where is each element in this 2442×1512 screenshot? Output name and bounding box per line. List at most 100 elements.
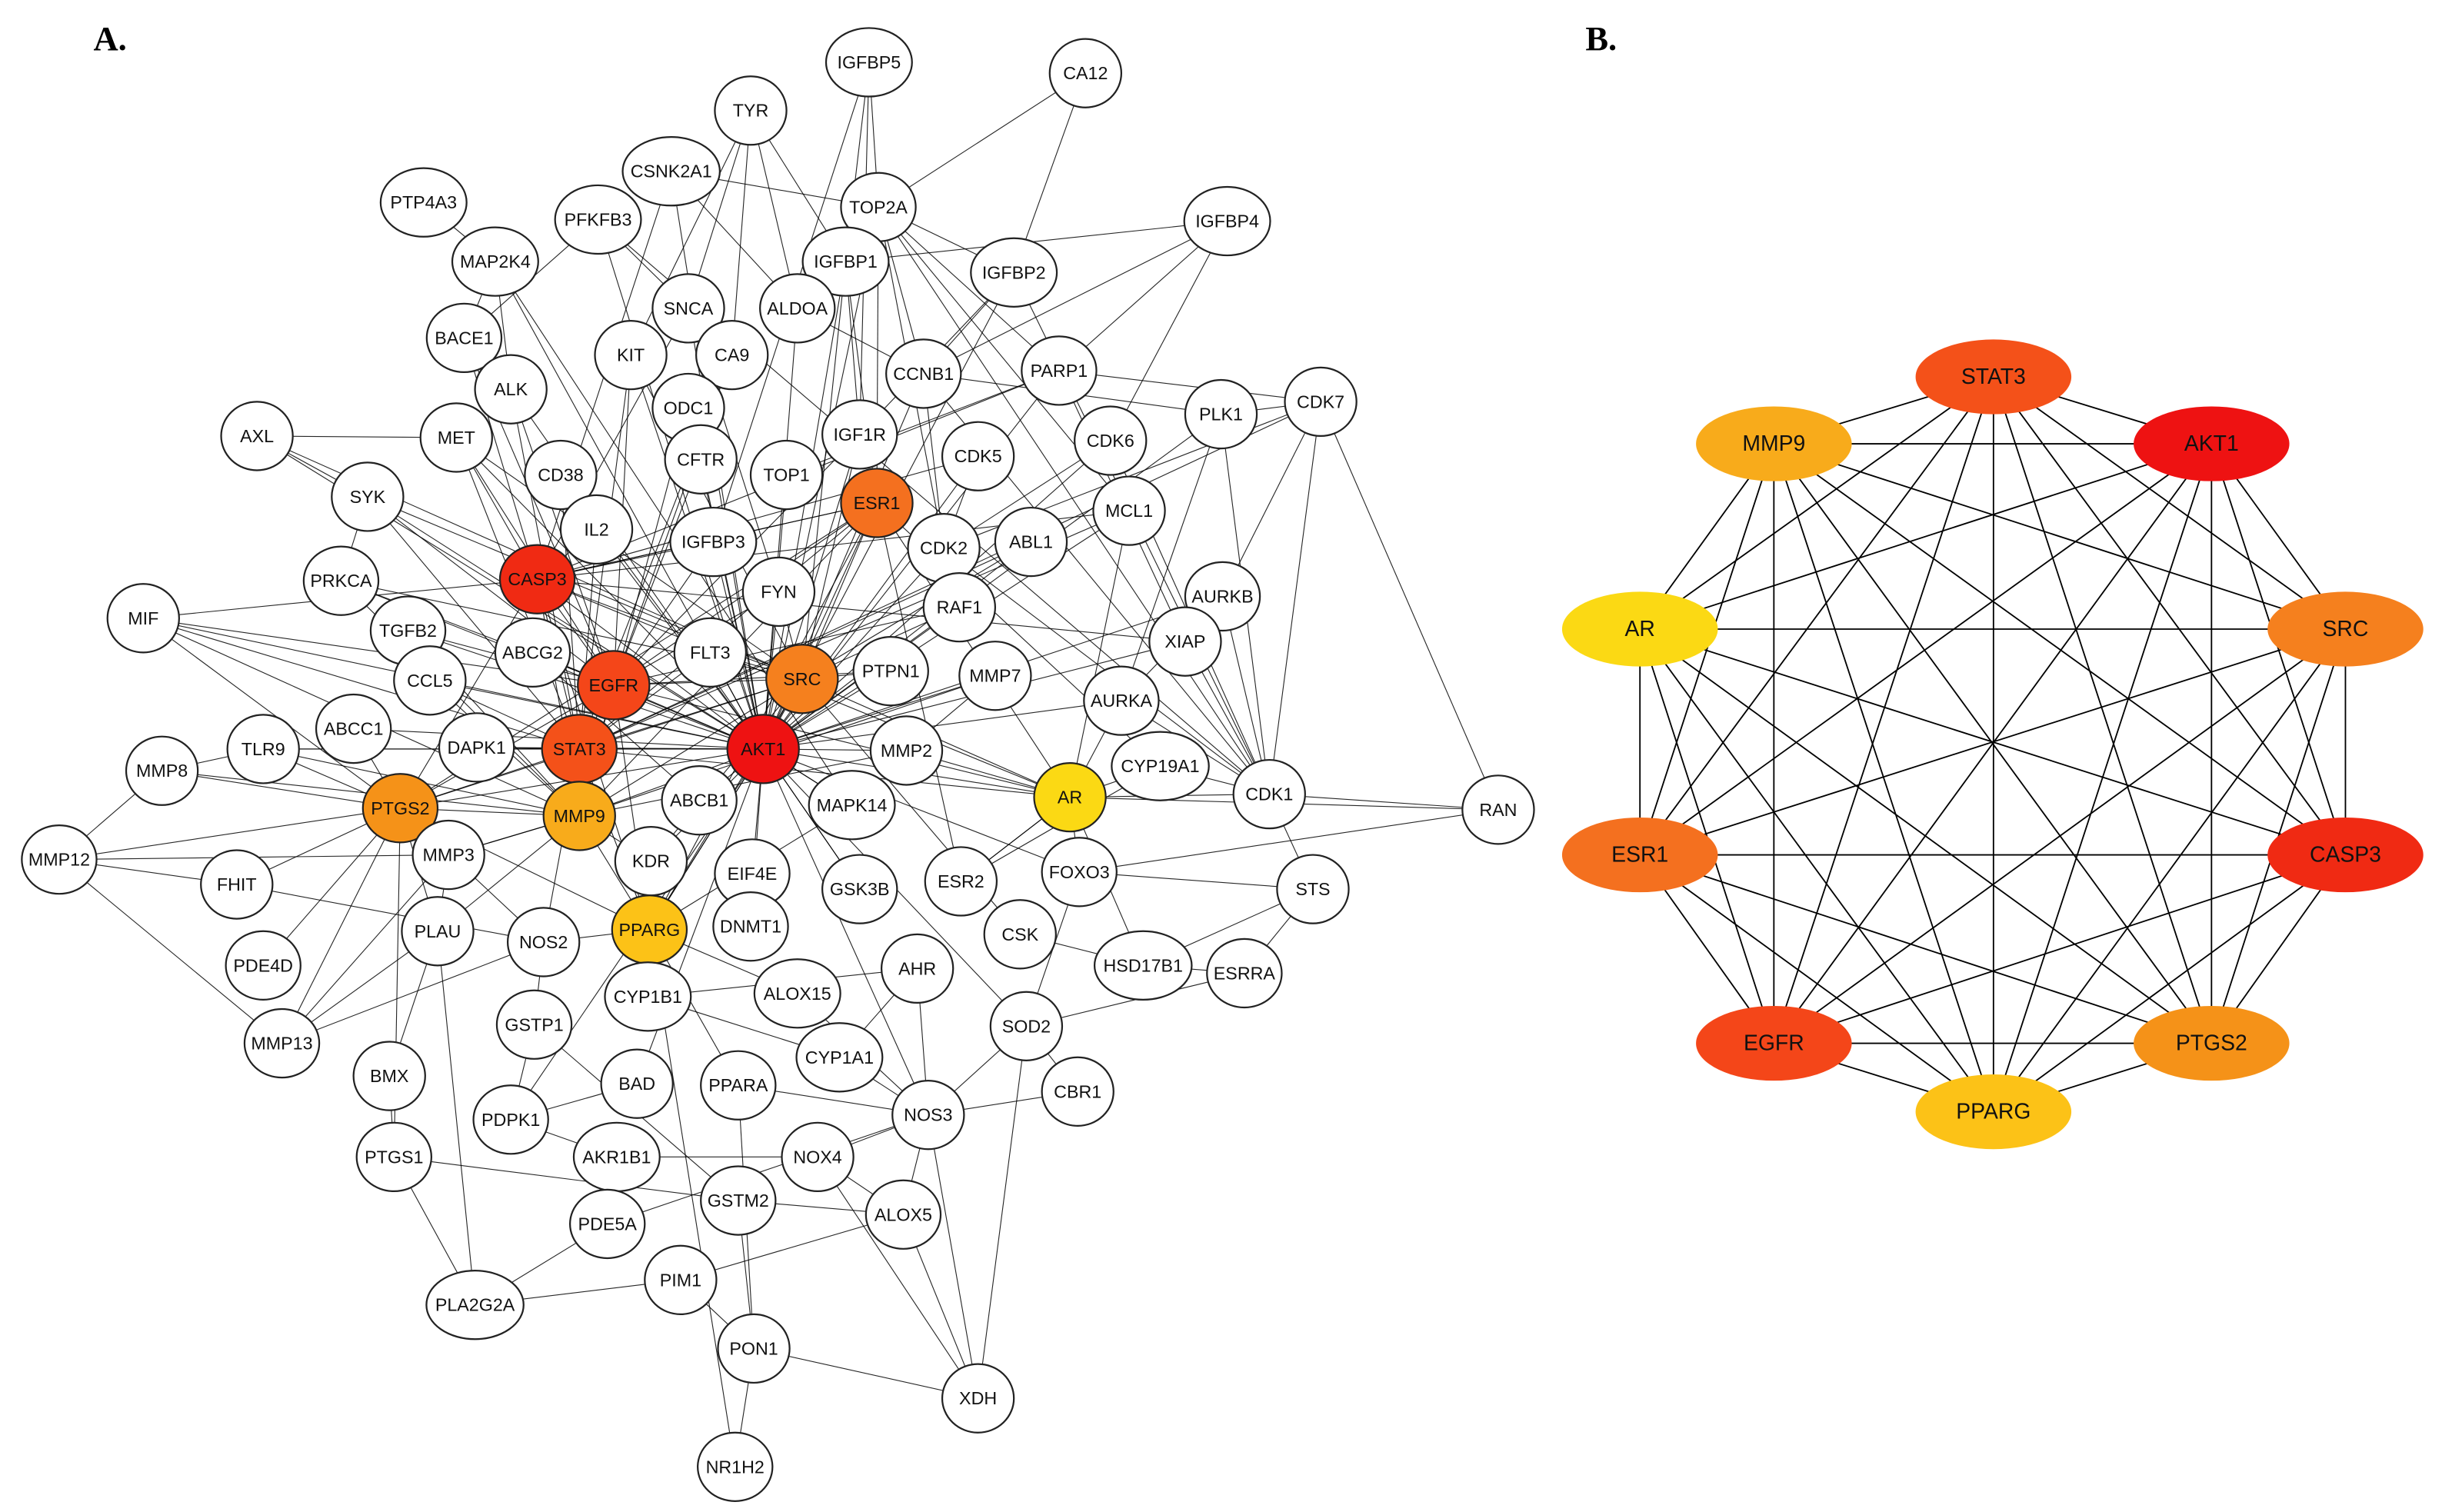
network-node-dnmt1[interactable]: DNMT1 (712, 891, 789, 962)
network-node-pparg[interactable]: PPARG (611, 894, 688, 965)
network-node-pon1[interactable]: PON1 (717, 1313, 791, 1384)
network-node-parp1[interactable]: PARP1 (1021, 335, 1098, 406)
hub-node-ar[interactable]: AR (1561, 591, 1718, 667)
network-node-ppara[interactable]: PPARA (700, 1050, 777, 1121)
network-node-akr1b1[interactable]: AKR1B1 (572, 1121, 661, 1193)
network-node-met[interactable]: MET (419, 402, 493, 473)
network-node-il2[interactable]: IL2 (559, 494, 634, 565)
network-node-prkca[interactable]: PRKCA (302, 545, 380, 616)
network-node-egfr[interactable]: EGFR (577, 650, 651, 721)
network-node-mmp8[interactable]: MMP8 (125, 735, 199, 806)
network-node-ran[interactable]: RAN (1461, 774, 1535, 845)
network-node-stat3[interactable]: STAT3 (541, 714, 618, 784)
network-node-ccl5[interactable]: CCL5 (393, 645, 467, 716)
hub-node-stat3[interactable]: STAT3 (1915, 339, 2072, 415)
network-node-sod2[interactable]: SOD2 (989, 991, 1064, 1061)
network-node-cbr1[interactable]: CBR1 (1041, 1056, 1114, 1127)
network-node-map2k4[interactable]: MAP2K4 (451, 226, 539, 297)
network-node-aldoa[interactable]: ALDOA (759, 273, 836, 344)
network-node-alk[interactable]: ALK (474, 354, 548, 425)
network-node-mmp12[interactable]: MMP12 (21, 824, 98, 895)
network-node-cdk7[interactable]: CDK7 (1284, 366, 1358, 438)
network-node-eif4e[interactable]: EIF4E (714, 838, 791, 909)
hub-node-src[interactable]: SRC (2267, 591, 2424, 667)
network-node-ptgs1[interactable]: PTGS1 (355, 1121, 433, 1193)
network-node-mmp9[interactable]: MMP9 (542, 781, 616, 851)
network-node-esrra[interactable]: ESRRA (1206, 938, 1283, 1009)
network-node-cyp1a1[interactable]: CYP1A1 (795, 1022, 884, 1093)
network-node-mcl1[interactable]: MCL1 (1092, 475, 1166, 546)
network-node-raf1[interactable]: RAF1 (922, 571, 997, 643)
network-node-ar[interactable]: AR (1033, 761, 1107, 833)
network-node-cyp1b1[interactable]: CYP1B1 (604, 961, 692, 1032)
network-node-pla2g2a[interactable]: PLA2G2A (425, 1270, 525, 1340)
network-node-syk[interactable]: SYK (331, 461, 405, 532)
hub-node-akt1[interactable]: AKT1 (2134, 406, 2290, 481)
network-node-mmp13[interactable]: MMP13 (243, 1007, 321, 1079)
hub-node-pparg[interactable]: PPARG (1915, 1074, 2072, 1150)
network-node-igfbp2[interactable]: IGFBP2 (970, 237, 1058, 308)
network-node-tyr[interactable]: TYR (714, 75, 788, 146)
network-node-igfbp5[interactable]: IGFBP5 (825, 27, 913, 98)
network-node-foxo3[interactable]: FOXO3 (1041, 837, 1118, 908)
network-node-ptp4a3[interactable]: PTP4A3 (379, 167, 468, 238)
network-node-pdpk1[interactable]: PDPK1 (472, 1084, 549, 1155)
network-node-igfbp4[interactable]: IGFBP4 (1183, 185, 1271, 257)
network-node-cdk5[interactable]: CDK5 (941, 421, 1015, 491)
network-node-fhit[interactable]: FHIT (200, 849, 274, 920)
network-node-xiap[interactable]: XIAP (1148, 606, 1222, 677)
network-node-cftr[interactable]: CFTR (664, 424, 738, 495)
network-node-pde4d[interactable]: PDE4D (225, 930, 302, 1001)
network-node-tlr9[interactable]: TLR9 (226, 714, 300, 784)
network-node-igfbp1[interactable]: IGFBP1 (801, 226, 890, 297)
network-node-nr1h2[interactable]: NR1H2 (697, 1431, 774, 1502)
network-node-bace1[interactable]: BACE1 (425, 302, 503, 374)
network-node-gstp1[interactable]: GSTP1 (495, 989, 573, 1060)
network-node-cdk1[interactable]: CDK1 (1232, 758, 1306, 830)
network-node-fyn[interactable]: FYN (741, 556, 816, 628)
network-node-alox5[interactable]: ALOX5 (865, 1179, 942, 1250)
network-node-abcb1[interactable]: ABCB1 (661, 765, 738, 836)
network-node-kit[interactable]: KIT (594, 319, 668, 391)
network-node-kdr[interactable]: KDR (614, 826, 688, 897)
network-node-cdk6[interactable]: CDK6 (1074, 405, 1148, 476)
network-node-sts[interactable]: STS (1276, 854, 1350, 924)
hub-node-egfr[interactable]: EGFR (1696, 1005, 1852, 1081)
network-node-ccnb1[interactable]: CCNB1 (885, 338, 962, 409)
network-node-cdk2[interactable]: CDK2 (907, 513, 981, 584)
network-node-flt3[interactable]: FLT3 (673, 617, 748, 688)
network-node-abcg2[interactable]: ABCG2 (494, 617, 571, 688)
network-node-plau[interactable]: PLAU (401, 896, 475, 967)
hub-node-ptgs2[interactable]: PTGS2 (2134, 1005, 2290, 1081)
network-node-xdh[interactable]: XDH (941, 1363, 1015, 1434)
network-node-top1[interactable]: TOP1 (749, 439, 824, 511)
network-node-abl1[interactable]: ABL1 (994, 506, 1068, 578)
hub-node-casp3[interactable]: CASP3 (2267, 817, 2424, 893)
network-node-axl[interactable]: AXL (220, 401, 294, 471)
network-node-gstm2[interactable]: GSTM2 (700, 1165, 777, 1236)
network-node-plk1[interactable]: PLK1 (1184, 378, 1258, 450)
network-node-akt1[interactable]: AKT1 (726, 714, 800, 784)
network-node-snca[interactable]: SNCA (651, 273, 725, 344)
network-node-pfkfb3[interactable]: PFKFB3 (554, 184, 642, 255)
network-node-esr2[interactable]: ESR2 (924, 846, 998, 917)
network-node-mif[interactable]: MIF (106, 583, 180, 654)
network-node-dapk1[interactable]: DAPK1 (438, 712, 515, 783)
network-node-csnk2a1[interactable]: CSNK2A1 (621, 136, 721, 207)
network-node-csk[interactable]: CSK (983, 899, 1057, 970)
network-node-pim1[interactable]: PIM1 (644, 1244, 718, 1315)
network-node-nos2[interactable]: NOS2 (506, 907, 581, 977)
hub-node-esr1[interactable]: ESR1 (1561, 817, 1718, 893)
network-node-ca9[interactable]: CA9 (695, 319, 769, 391)
network-node-esr1[interactable]: ESR1 (840, 468, 914, 538)
network-node-igfbp3[interactable]: IGFBP3 (669, 506, 758, 578)
network-node-ptpn1[interactable]: PTPN1 (852, 635, 929, 707)
network-node-src[interactable]: SRC (765, 644, 839, 714)
network-node-ca12[interactable]: CA12 (1048, 38, 1123, 108)
network-node-igf1r[interactable]: IGF1R (821, 399, 898, 470)
network-node-bad[interactable]: BAD (600, 1048, 674, 1119)
network-node-pde5a[interactable]: PDE5A (568, 1188, 646, 1260)
network-node-mmp3[interactable]: MMP3 (411, 819, 485, 891)
network-node-gsk3b[interactable]: GSK3B (821, 854, 898, 924)
network-node-abcc1[interactable]: ABCC1 (315, 693, 392, 764)
